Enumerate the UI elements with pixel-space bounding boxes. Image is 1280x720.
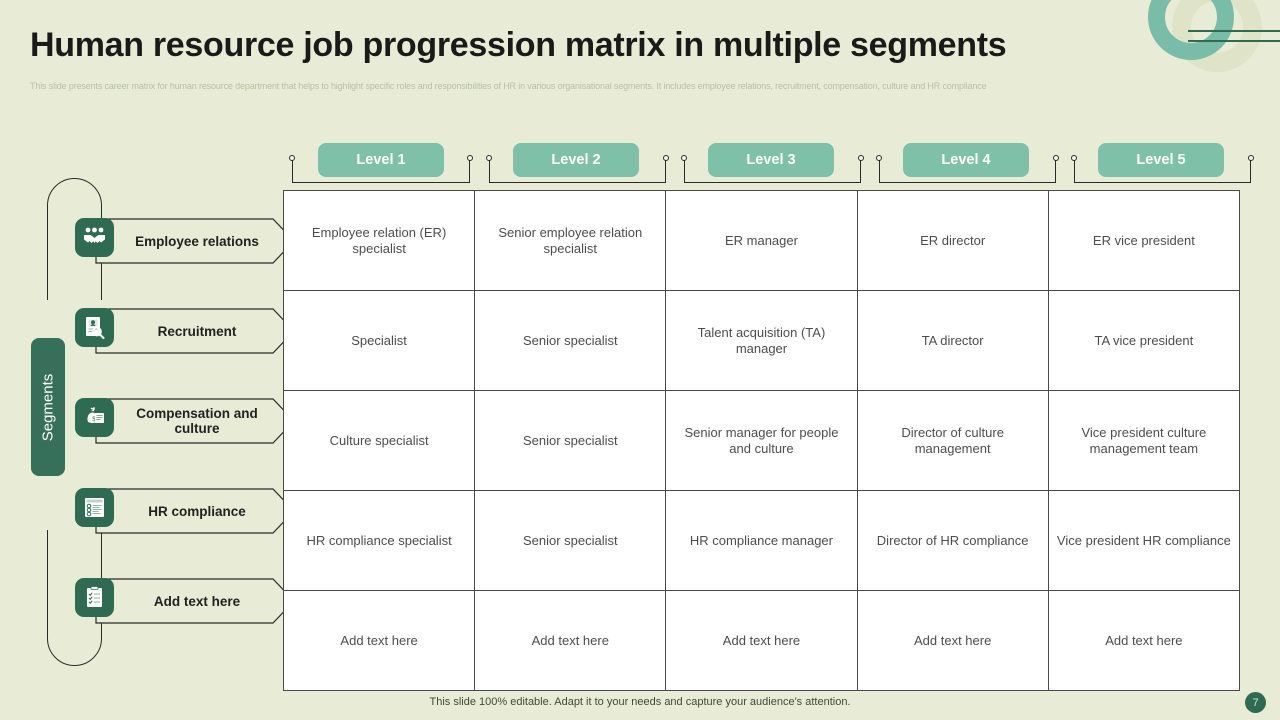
connector-dot xyxy=(467,155,473,161)
table-cell[interactable]: Senior specialist xyxy=(474,490,667,591)
sidebar-item-label: Compensation and culture xyxy=(136,406,258,436)
table-cell[interactable]: ER manager xyxy=(665,190,858,291)
connector-dot xyxy=(486,155,492,161)
table-cell[interactable]: TA director xyxy=(856,290,1049,391)
connector-dot xyxy=(663,155,669,161)
resume-search-icon xyxy=(75,308,114,347)
header-decoration xyxy=(1120,0,1280,90)
table-cell[interactable]: Add text here xyxy=(282,590,476,691)
page-title: Human resource job progression matrix in… xyxy=(30,26,1007,64)
sidebar-item-label: Add text here xyxy=(153,593,241,609)
decoration-line-bottom xyxy=(1188,40,1280,42)
level-bracket xyxy=(684,158,861,183)
connector-dot xyxy=(1248,155,1254,161)
level-label: Level 3 xyxy=(746,152,796,168)
table-cell[interactable]: ER vice president xyxy=(1047,190,1241,291)
table-cell[interactable]: Director of HR compliance xyxy=(856,490,1049,591)
table-cell[interactable]: Vice president HR compliance xyxy=(1047,490,1241,591)
money-bag-document-icon: $ xyxy=(75,398,114,437)
table-cell[interactable]: TA vice president xyxy=(1047,290,1241,391)
tab-level-2[interactable]: Level 2 xyxy=(513,143,639,177)
segments-axis-label: Segments xyxy=(31,338,65,476)
page-subtitle: This slide presents career matrix for hu… xyxy=(30,81,987,91)
tab-level-3[interactable]: Level 3 xyxy=(708,143,834,177)
table-cell[interactable]: Culture specialist xyxy=(282,390,476,491)
tab-level-4[interactable]: Level 4 xyxy=(903,143,1029,177)
team-handshake-icon xyxy=(75,218,114,257)
connector-dot xyxy=(1071,155,1077,161)
footer-note: This slide 100% editable. Adapt it to yo… xyxy=(429,696,851,708)
connector-dot xyxy=(876,155,882,161)
teal-ring-icon xyxy=(1148,0,1234,60)
connector-dot xyxy=(681,155,687,161)
tab-level-1[interactable]: Level 1 xyxy=(318,143,444,177)
level-bracket xyxy=(879,158,1056,183)
table-cell[interactable]: Add text here xyxy=(474,590,667,691)
table-cell[interactable]: Talent acquisition (TA) manager xyxy=(665,290,858,391)
page-number-badge: 7 xyxy=(1245,692,1266,713)
svg-text:$: $ xyxy=(92,416,96,423)
sidebar-item-label: HR compliance xyxy=(148,503,246,519)
table-cell[interactable]: ER director xyxy=(856,190,1049,291)
decoration-line-top xyxy=(1188,30,1280,32)
table-cell[interactable]: Director of culture management xyxy=(856,390,1049,491)
table-cell[interactable]: Senior specialist xyxy=(474,390,667,491)
clipboard-checklist-icon xyxy=(75,578,114,617)
table-cell[interactable]: Vice president culture management team xyxy=(1047,390,1241,491)
level-bracket xyxy=(489,158,666,183)
connector-dot xyxy=(858,155,864,161)
table-cell[interactable]: Senior employee relation specialist xyxy=(474,190,667,291)
level-label: Level 1 xyxy=(356,152,406,168)
sidebar-item-label: Employee relations xyxy=(135,233,259,249)
connector-dot xyxy=(1053,155,1059,161)
table-cell[interactable]: Senior specialist xyxy=(474,290,667,391)
level-bracket xyxy=(1074,158,1251,183)
level-label: Level 2 xyxy=(551,152,601,168)
table-cell[interactable]: HR compliance manager xyxy=(665,490,858,591)
level-bracket xyxy=(292,158,470,183)
level-label: Level 5 xyxy=(1136,152,1186,168)
table-cell[interactable]: Add text here xyxy=(1047,590,1241,691)
table-cell[interactable]: Add text here xyxy=(665,590,858,691)
table-cell[interactable]: Add text here xyxy=(856,590,1049,691)
sidebar-item-label: Recruitment xyxy=(157,323,237,339)
tab-level-5[interactable]: Level 5 xyxy=(1098,143,1224,177)
table-cell[interactable]: HR compliance specialist xyxy=(282,490,476,591)
connector-dot xyxy=(289,155,295,161)
table-cell[interactable]: Employee relation (ER) specialist xyxy=(282,190,476,291)
segments-axis-text: Segments xyxy=(39,373,57,441)
level-label: Level 4 xyxy=(941,152,991,168)
table-cell[interactable]: Specialist xyxy=(282,290,476,391)
pale-ring-icon xyxy=(1172,0,1262,72)
table-cell[interactable]: Senior manager for people and culture xyxy=(665,390,858,491)
checklist-document-icon xyxy=(75,488,114,527)
